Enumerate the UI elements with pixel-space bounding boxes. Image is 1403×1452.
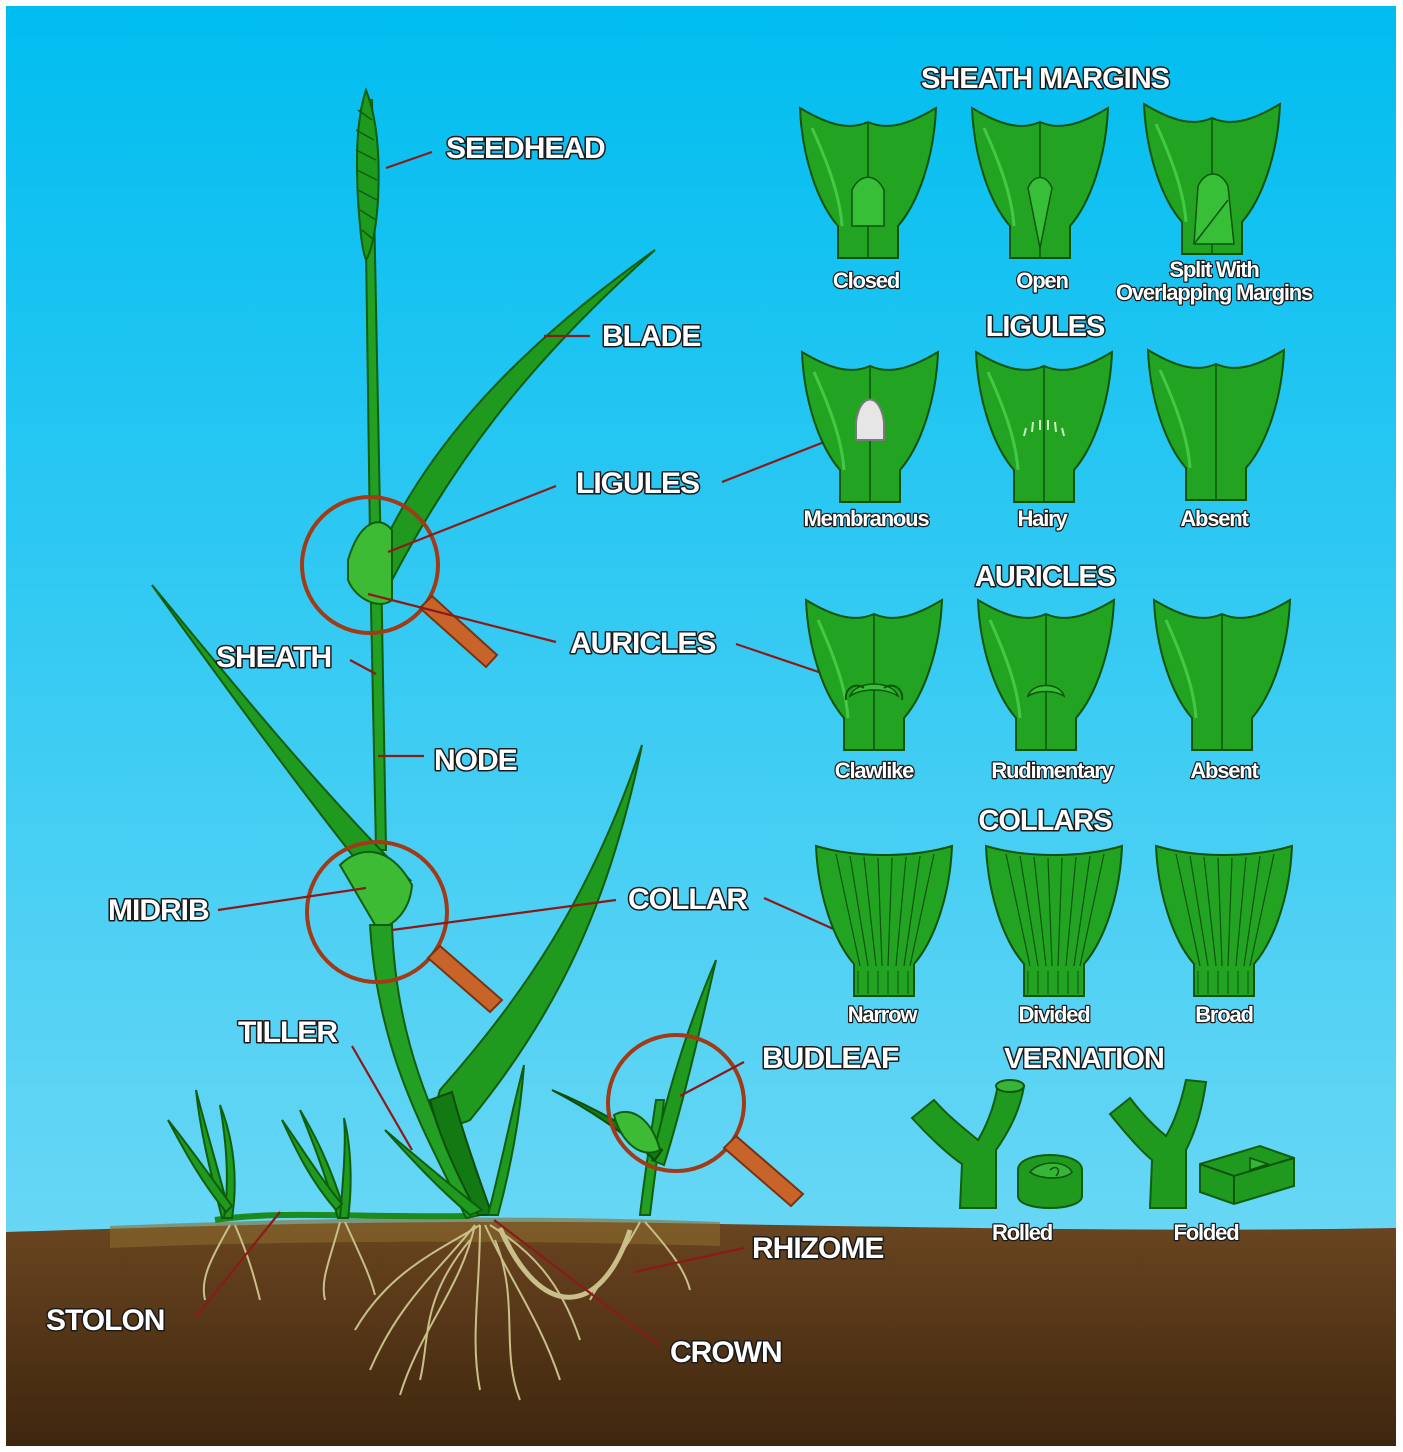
label-budleaf: BUDLEAF: [762, 1042, 899, 1075]
label-rudimentary: Rudimentary: [991, 758, 1114, 783]
label-open: Open: [1016, 268, 1068, 293]
label-stolon: STOLON: [46, 1304, 164, 1337]
label-node: NODE: [434, 744, 517, 777]
label-crown: CROWN: [670, 1336, 782, 1369]
label-auricle-absent: Absent: [1190, 758, 1259, 783]
label-overlapping-margins: Overlapping Margins: [1116, 280, 1313, 305]
label-midrib: MIDRIB: [108, 894, 209, 927]
label-rolled: Rolled: [992, 1220, 1052, 1245]
label-folded: Folded: [1174, 1220, 1239, 1245]
label-collar: COLLAR: [628, 883, 748, 916]
label-auricles: AURICLES: [570, 627, 715, 660]
label-ligules: LIGULES: [576, 467, 699, 500]
label-divided: Divided: [1018, 1002, 1089, 1027]
label-membranous: Membranous: [804, 506, 930, 531]
label-rhizome: RHIZOME: [752, 1232, 883, 1265]
title-vernation: VERNATION: [1004, 1043, 1164, 1075]
label-blade: BLADE: [602, 320, 700, 353]
label-narrow: Narrow: [848, 1002, 919, 1027]
label-closed: Closed: [833, 268, 899, 293]
label-ligule-absent: Absent: [1180, 506, 1249, 531]
label-sheath: SHEATH: [216, 641, 331, 674]
label-broad: Broad: [1195, 1002, 1253, 1027]
label-tiller: TILLER: [238, 1016, 338, 1049]
label-split-with: Split With: [1169, 257, 1259, 282]
label-seedhead: SEEDHEAD: [446, 132, 605, 165]
title-ligules: LIGULES: [986, 311, 1105, 343]
title-auricles: AURICLES: [975, 561, 1116, 593]
label-hairy: Hairy: [1017, 506, 1068, 531]
label-clawlike: Clawlike: [835, 758, 914, 783]
title-sheath-margins: SHEATH MARGINS: [921, 63, 1170, 95]
title-collars: COLLARS: [978, 805, 1112, 837]
